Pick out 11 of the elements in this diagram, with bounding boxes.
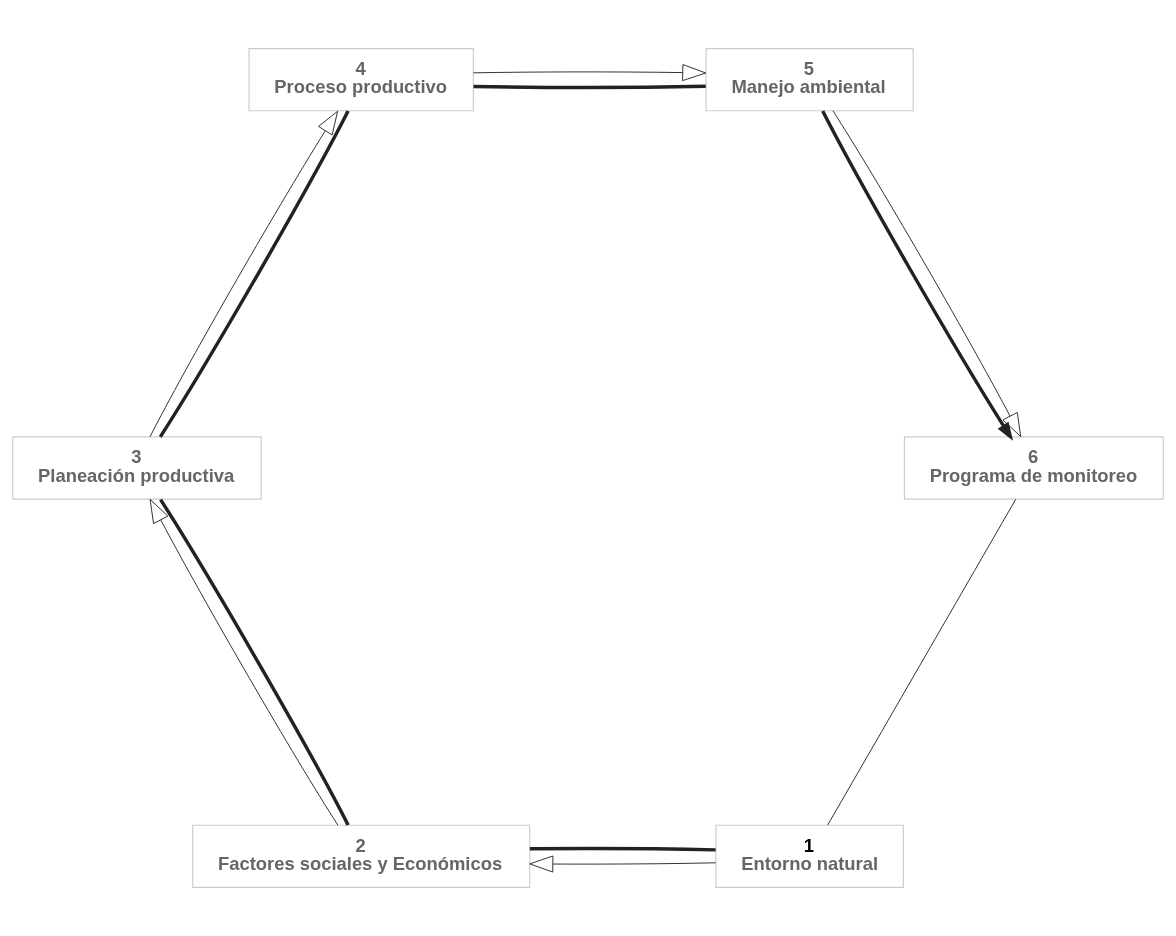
node-box: 4 Proceso productivo (248, 48, 474, 112)
connector (827, 498, 1017, 826)
node-box: 6 Programa de monitoreo (903, 436, 1164, 500)
connector (473, 84, 706, 90)
arrow (529, 855, 717, 873)
connector (529, 846, 716, 852)
node-box: 3 Planeación productiva (12, 436, 262, 500)
node-box: 2 Factores sociales y Económicos (192, 824, 531, 888)
node-box: 1 Entorno natural (715, 824, 904, 888)
arrow (473, 64, 707, 82)
node-box: 5 Manejo ambiental (705, 48, 914, 112)
